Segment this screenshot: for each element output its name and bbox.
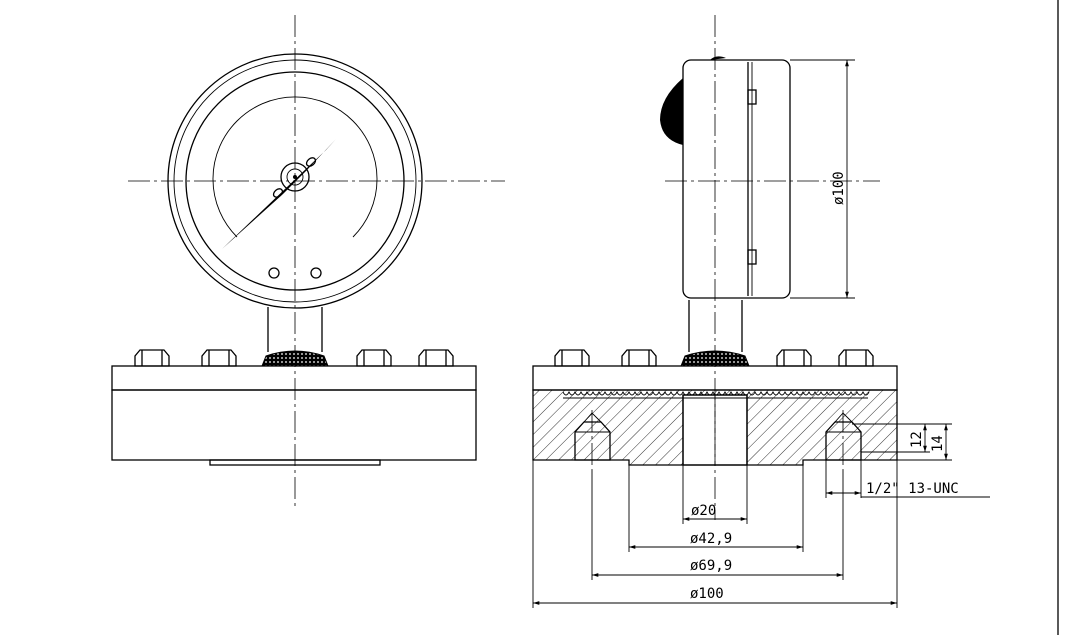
dial-scale-arc xyxy=(212,96,378,238)
dim-label-d20: ø20 xyxy=(691,503,716,519)
dim-depth: 12 14 xyxy=(852,423,952,461)
side-stem xyxy=(688,300,743,352)
dim-label-d42-9: ø42,9 xyxy=(690,531,732,547)
dim-d20: ø20 xyxy=(682,465,748,524)
side-section-view: ø100 12 14 1/2" 13-UNC ø20 xyxy=(532,15,990,608)
threaded-hole-left xyxy=(574,410,611,470)
dim-d69-9: ø69,9 xyxy=(591,470,844,580)
side-bolts xyxy=(554,349,874,367)
dial-hole-left xyxy=(268,267,280,279)
dim-label-d100-vertical: ø100 xyxy=(831,171,847,205)
dim-label-depth-12: 12 xyxy=(909,431,925,448)
dim-label-thread: 1/2" 13-UNC xyxy=(866,481,959,497)
gauge-dial xyxy=(167,53,423,309)
flange-lower-body xyxy=(111,389,477,461)
pointer-hub xyxy=(280,162,310,192)
flange-spigot xyxy=(209,459,381,466)
dim-label-depth-14: 14 xyxy=(930,435,946,452)
pointer-needle xyxy=(222,139,336,249)
dim-label-d100-bottom: ø100 xyxy=(690,586,724,602)
case-clip-bottom xyxy=(747,249,757,265)
case-clip-top xyxy=(747,89,757,105)
flange-upper-ring xyxy=(111,365,477,391)
rear-cap xyxy=(660,78,683,145)
dim-d100-bottom: ø100 xyxy=(532,460,898,608)
knurled-nut xyxy=(261,350,329,367)
dial-hole-right xyxy=(310,267,322,279)
dim-thread: 1/2" 13-UNC xyxy=(825,460,990,498)
dim-d100-vertical: ø100 xyxy=(790,59,855,299)
dim-d42-9: ø42,9 xyxy=(628,465,804,552)
dim-label-d69-9: ø69,9 xyxy=(690,558,732,574)
front-view xyxy=(111,15,505,510)
gauge-stem xyxy=(267,307,323,352)
gauge-case xyxy=(682,59,791,299)
side-knurled-nut xyxy=(680,350,750,367)
